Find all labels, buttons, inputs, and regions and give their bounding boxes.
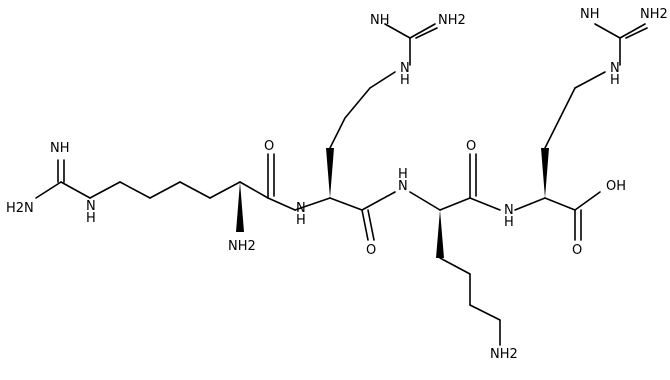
bond [619, 23, 646, 39]
bond [625, 27, 648, 39]
bond [60, 181, 91, 199]
atom-label-lysine-nh2: NH2 [490, 347, 518, 362]
stereo-wedge [436, 210, 444, 258]
bond [179, 181, 211, 199]
bond [267, 197, 296, 211]
bond [344, 87, 371, 119]
bond [594, 23, 621, 39]
stereo-wedge [326, 148, 334, 198]
atom-label-amide-n: N [296, 201, 306, 216]
bond [439, 257, 471, 275]
atom-label-guanidine-h: H [400, 73, 410, 88]
atom-label-guanidine-h: H [86, 211, 96, 226]
atom-label-amide-h: H [504, 215, 514, 230]
atom-label-amide-n: N [398, 179, 408, 194]
bond [329, 117, 346, 149]
bond [329, 197, 363, 211]
atom-label-carbonyl-o: O [466, 139, 476, 154]
bond [409, 23, 436, 39]
bond [384, 23, 411, 39]
atom-label-guanidine-n: N [400, 61, 410, 76]
bond [119, 181, 151, 199]
bond [367, 209, 375, 241]
atom-label-guanidine-n: N [86, 199, 96, 214]
atom-label-amine-nh2: H2N [6, 201, 34, 216]
atom-label-alpha-nh2: NH2 [228, 239, 256, 254]
atom-label-amine-nh2: NH2 [640, 7, 668, 22]
atom-label-imine-nh: NH [580, 7, 600, 22]
bond [544, 197, 576, 211]
atom-label-imine-nh: NH [50, 141, 70, 156]
bond [514, 197, 546, 211]
bond [439, 197, 471, 211]
residue-4-arginine [514, 23, 648, 241]
stereo-wedge [236, 182, 244, 232]
atom-label-guanidine-h: H [610, 73, 620, 88]
bond [209, 181, 241, 199]
bond [469, 304, 501, 321]
bond [415, 27, 438, 39]
bond [559, 87, 576, 119]
bond [361, 209, 369, 241]
atom-label-carbonyl-o: O [264, 139, 274, 154]
bond [574, 71, 606, 89]
atom-label-amide-n: N [504, 203, 514, 218]
bond [369, 71, 396, 89]
atom-label-amide-h: H [398, 167, 408, 182]
bond [294, 197, 331, 211]
residue-2-arginine [294, 23, 438, 241]
stereo-wedge [541, 148, 549, 198]
bond [361, 191, 396, 211]
atom-labels: NH H2N N H NH2 O N H NH NH2 N H O N H NH… [6, 7, 668, 362]
bond [469, 197, 501, 211]
bond [239, 181, 269, 199]
bond [89, 181, 121, 199]
atom-label-acid-o: O [572, 243, 582, 258]
atom-label-acid-oh: OH [606, 179, 626, 194]
bond [149, 181, 181, 199]
bond [574, 191, 601, 211]
atom-label-imine-nh: NH [370, 13, 390, 28]
bond [35, 181, 62, 199]
atom-label-guanidine-n: N [610, 61, 620, 76]
bond [409, 191, 441, 211]
residue-1-arginine [35, 153, 296, 232]
atom-label-amine-nh2: NH2 [438, 13, 466, 28]
atom-label-amide-h: H [296, 213, 306, 228]
bond [544, 117, 561, 149]
atom-label-carbonyl-o: O [366, 243, 376, 258]
residue-3-lysine [409, 153, 501, 346]
